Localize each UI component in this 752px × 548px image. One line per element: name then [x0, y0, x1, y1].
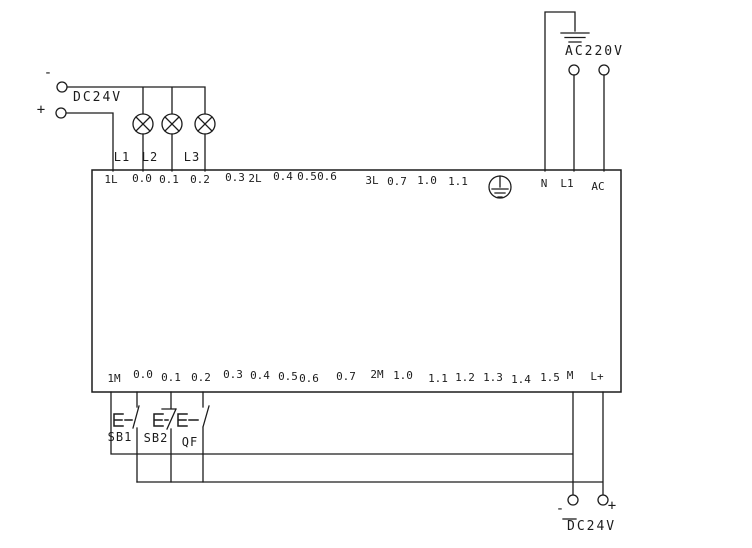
terminal-bottom-M: M: [566, 369, 574, 382]
terminal-top-3L: 3L: [365, 174, 379, 187]
terminal-top-0.7: 0.7: [387, 175, 407, 188]
switch-qf: [177, 391, 210, 483]
terminal-bottom-0.5: 0.5: [278, 370, 298, 383]
terminal-bottom-0.7: 0.7: [336, 370, 356, 383]
terminal-bottom-1.1: 1.1: [428, 372, 448, 385]
switch-label-SB1: SB1: [107, 430, 133, 444]
terminal-top-1L: 1L: [104, 173, 118, 186]
earth-ground-icon: [560, 32, 590, 43]
dc24v-left-label: DC24V: [73, 90, 123, 105]
switch-label-QF: QF: [181, 435, 199, 449]
terminal-top-AC: AC: [591, 180, 605, 193]
lamp-label-L1: L1: [113, 150, 131, 164]
ac-supply: [544, 11, 610, 172]
terminal-bottom-2M: 2M: [370, 368, 384, 381]
terminal-top-0.0: 0.0: [132, 172, 152, 185]
terminal-top-N: N: [540, 177, 548, 190]
terminal-bottom-0.0: 0.0: [133, 368, 153, 381]
terminal-circle-minus: [567, 494, 579, 506]
input-common-wiring: [110, 391, 604, 496]
polarity-plus-label: +: [607, 498, 617, 514]
dc-supply-bottom: [562, 494, 609, 520]
output-lamps: [132, 113, 216, 172]
terminal-bottom-1.5: 1.5: [540, 371, 560, 384]
terminal-bottom-0.2: 0.2: [191, 371, 211, 384]
terminal-top-0.2: 0.2: [190, 173, 210, 186]
switch-sb2: [153, 391, 177, 483]
terminal-circle-minus: [56, 81, 68, 93]
terminal-bottom-0.6: 0.6: [299, 372, 319, 385]
switch-sb1: [113, 391, 140, 483]
terminal-bottom-1.4: 1.4: [511, 373, 531, 386]
terminal-top-0.4: 0.4: [273, 170, 293, 183]
terminal-bottom-0.1: 0.1: [161, 371, 181, 384]
terminal-top-0.1: 0.1: [159, 173, 179, 186]
polarity-minus-label: -: [555, 501, 565, 517]
terminal-bottom-1M: 1M: [107, 372, 121, 385]
terminal-bottom-L+: L+: [590, 370, 604, 383]
terminal-top-1.0: 1.0: [417, 174, 437, 187]
terminal-bottom-0.4: 0.4: [250, 369, 270, 382]
dc-supply-left: [55, 81, 206, 172]
terminal-top-1.1: 1.1: [448, 175, 468, 188]
dc24v-bottom-label: DC24V: [567, 519, 617, 534]
pushbutton-actuator-icon: [177, 413, 199, 427]
terminal-circle-plus: [55, 107, 67, 119]
polarity-minus-label: -: [43, 65, 53, 81]
switch-label-SB2: SB2: [143, 431, 169, 445]
terminal-bottom-1.0: 1.0: [393, 369, 413, 382]
terminal-bottom-1.3: 1.3: [483, 371, 503, 384]
pushbutton-actuator-icon: [113, 413, 133, 427]
terminal-top-0.3: 0.3: [225, 171, 245, 184]
pushbutton-actuator-icon: [153, 413, 169, 427]
lamp-icon-L3: [194, 113, 216, 172]
polarity-plus-label: +: [36, 102, 46, 118]
pe-terminal-icon: [488, 175, 512, 199]
lamp-label-L2: L2: [141, 150, 159, 164]
terminal-bottom-0.3: 0.3: [223, 368, 243, 381]
terminal-top-L1: L1: [560, 177, 574, 190]
terminal-top-0.6: 0.6: [317, 170, 337, 183]
terminal-bottom-1.2: 1.2: [455, 371, 475, 384]
plc-box: [91, 169, 622, 393]
terminal-top-2L: 2L: [248, 172, 262, 185]
ac220v-label: AC220V: [565, 44, 624, 59]
lamp-icon-L1: [132, 113, 154, 172]
lamp-label-L3: L3: [183, 150, 201, 164]
lamp-icon-L2: [161, 113, 183, 172]
terminal-top-0.5: 0.5: [297, 170, 317, 183]
terminal-circle-plus: [597, 494, 609, 506]
